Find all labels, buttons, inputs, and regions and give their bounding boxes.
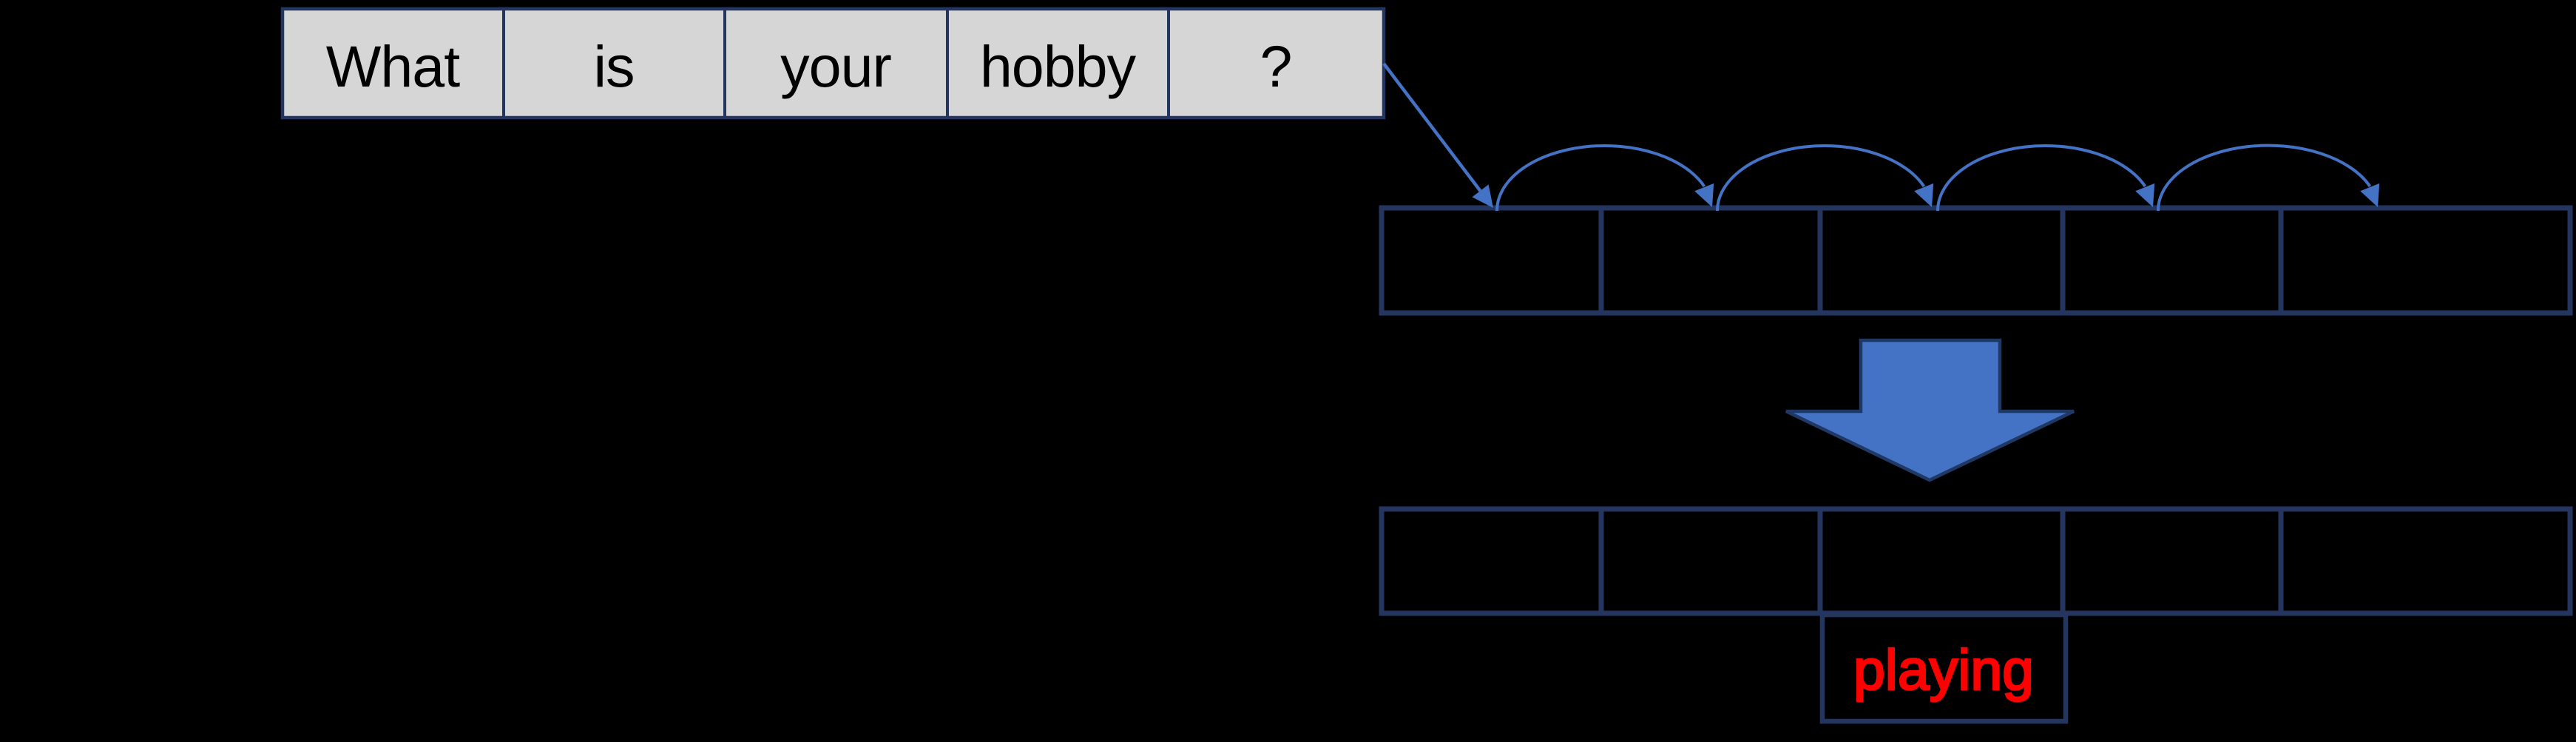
svg-text:?: ? [1260,33,1292,99]
svg-text:playing: playing [1853,638,2034,702]
svg-text:What: What [326,33,460,99]
svg-text:hobby: hobby [980,33,1137,99]
svg-text:is: is [593,33,634,99]
svg-text:your: your [780,33,891,99]
